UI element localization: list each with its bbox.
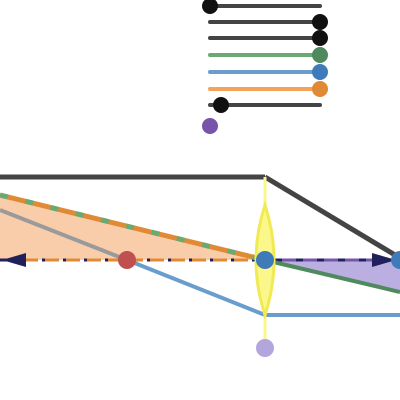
focal-point-left[interactable] xyxy=(118,251,136,269)
slider-6-handle[interactable] xyxy=(312,81,328,97)
legend xyxy=(202,0,328,134)
optical-axis-arrow-right-icon xyxy=(372,253,396,267)
slider-4[interactable] xyxy=(208,47,328,63)
slider-5-handle[interactable] xyxy=(312,64,328,80)
optical-axis-arrow-left-icon xyxy=(2,253,26,267)
slider-7[interactable] xyxy=(208,97,322,113)
ray-gray-incoming xyxy=(0,208,128,262)
slider-5[interactable] xyxy=(208,64,328,80)
ray-orange-upper-dashes xyxy=(0,192,266,263)
slider-2[interactable] xyxy=(208,14,328,30)
legend-point-purple[interactable] xyxy=(202,118,218,134)
slider-7-handle[interactable] xyxy=(213,97,229,113)
slider-4-handle[interactable] xyxy=(312,47,328,63)
ray-dark-refracted xyxy=(263,174,400,261)
lens-bottom-point[interactable] xyxy=(256,339,274,357)
slider-2-handle[interactable] xyxy=(312,14,328,30)
slider-3-handle[interactable] xyxy=(312,30,328,46)
slider-6[interactable] xyxy=(208,81,328,97)
lens-center-point[interactable] xyxy=(256,251,274,269)
slider-3[interactable] xyxy=(208,30,328,46)
ray-green-refracted xyxy=(264,258,400,294)
ray-blue-through-focus xyxy=(126,258,266,317)
slider-1[interactable] xyxy=(202,0,322,14)
slider-1-handle[interactable] xyxy=(202,0,218,14)
image-point[interactable] xyxy=(391,251,400,269)
